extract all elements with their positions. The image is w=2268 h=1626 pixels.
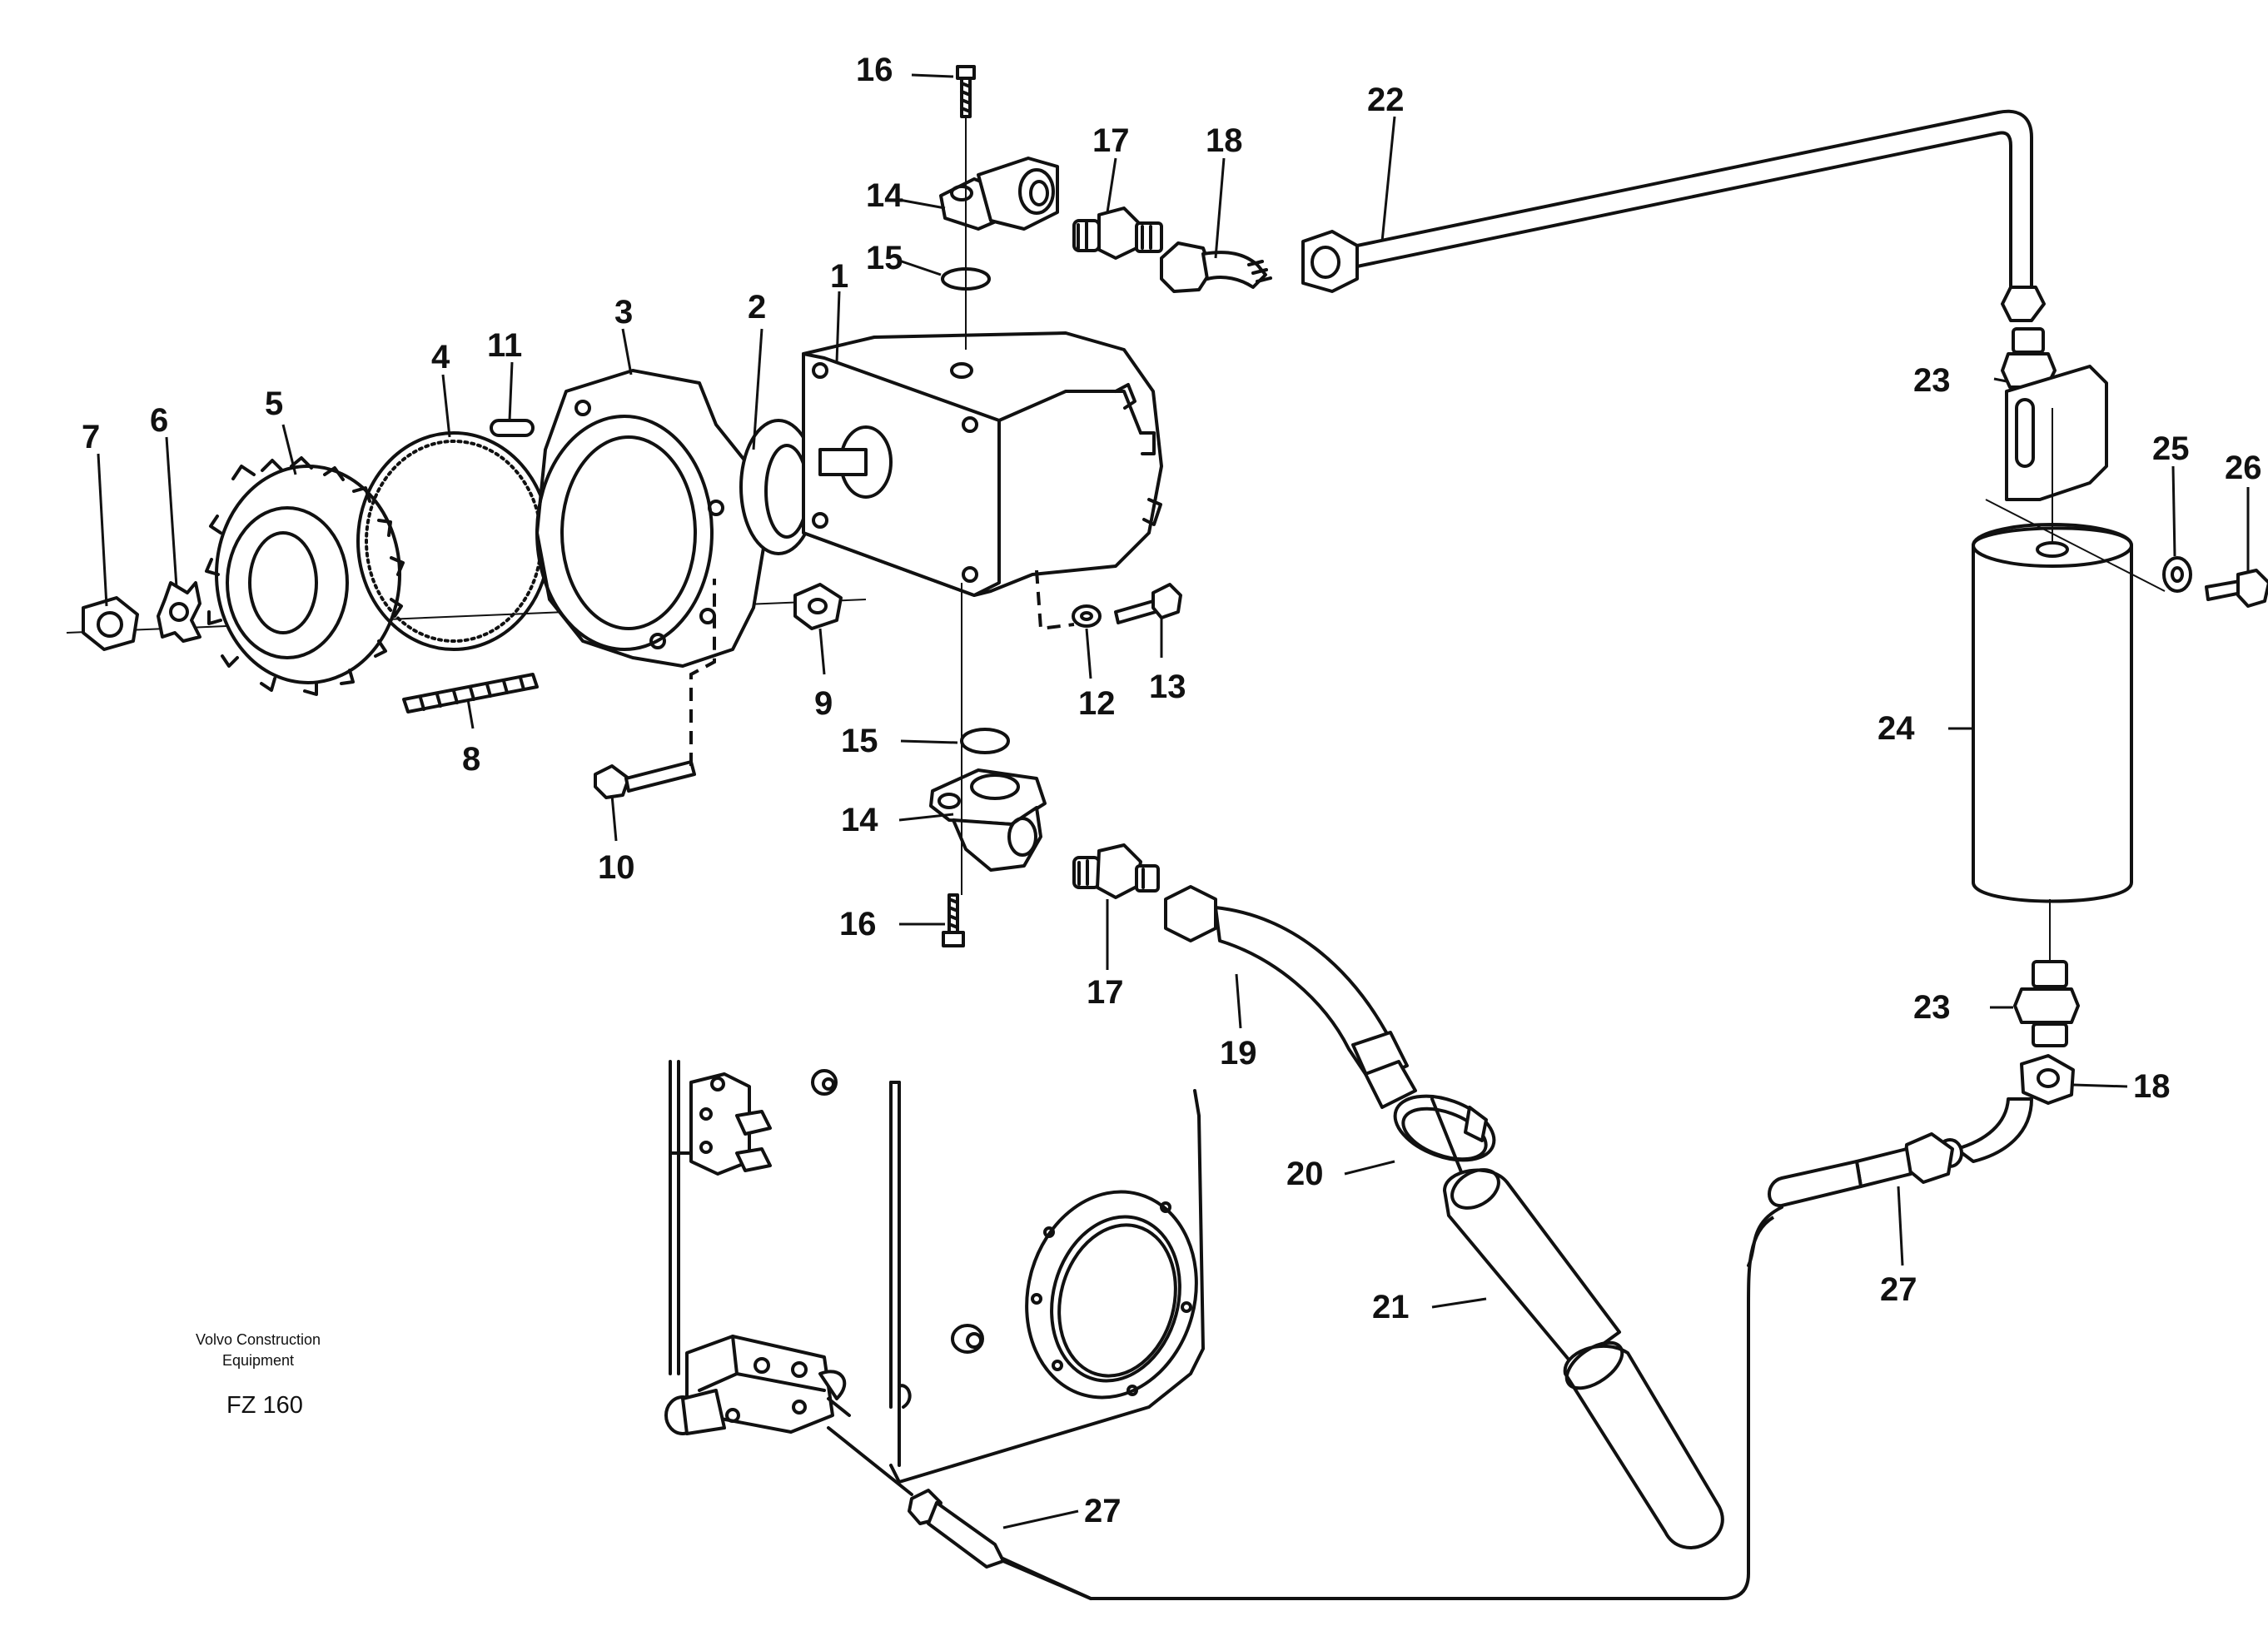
label-21: 21 [1372, 1289, 1410, 1325]
washer-part-12 [1072, 604, 1102, 628]
hose-clamp-part-20 [1393, 1094, 1496, 1184]
label-15-lower: 15 [841, 723, 878, 759]
label-16-upper: 16 [856, 52, 893, 88]
o-ring-part-15-lower [960, 728, 1010, 754]
label-9: 9 [814, 685, 833, 722]
bolt-part-13 [1114, 583, 1182, 624]
hydraulic-tank [669, 1060, 1205, 1484]
elbow-union-part-18-upper [1160, 241, 1272, 293]
label-25: 25 [2152, 430, 2190, 467]
label-22: 22 [1367, 82, 1405, 118]
valve-block-lower [664, 1335, 912, 1435]
hose-fitting-part-27-lower [827, 1426, 1092, 1600]
label-17-upper: 17 [1092, 122, 1130, 159]
bolt-part-26 [2205, 569, 2268, 608]
adapter-part-17-lower [1072, 843, 1160, 899]
label-3: 3 [614, 294, 633, 331]
adapter-part-17-upper [1072, 206, 1163, 260]
bolt-part-16-upper [956, 65, 976, 118]
label-14-lower: 14 [841, 802, 878, 838]
bracket-axis-line [1985, 499, 2166, 592]
pipe-part-22 [1301, 109, 2033, 293]
label-27-right: 27 [1880, 1271, 1917, 1308]
label-15-upper: 15 [866, 240, 903, 276]
label-19: 19 [1220, 1035, 1257, 1072]
dashed-line-bolt-13 [1035, 569, 1075, 631]
credit-line-2: Equipment [222, 1352, 294, 1369]
label-24: 24 [1878, 710, 1915, 747]
label-11: 11 [487, 327, 522, 364]
label-10: 10 [598, 849, 635, 886]
label-8: 8 [462, 741, 480, 778]
dowel-pin-part-11 [490, 419, 535, 437]
label-20: 20 [1286, 1156, 1324, 1192]
filter-part-24 [1972, 365, 2133, 903]
hydraulic-pump-part-1 [802, 331, 1163, 597]
bolt-part-10 [594, 760, 696, 799]
dashed-line-bolt-10 [689, 579, 716, 766]
label-13: 13 [1149, 669, 1186, 705]
label-12: 12 [1078, 685, 1116, 722]
elbow-flange-part-14-lower [929, 768, 1047, 872]
nut-part-9 [793, 583, 843, 630]
label-4: 4 [431, 339, 450, 375]
label-18-upper: 18 [1206, 122, 1243, 159]
hose-part-19 [1164, 885, 1417, 1109]
nut-part-7 [82, 596, 139, 651]
label-2: 2 [748, 289, 766, 326]
label-6: 6 [150, 402, 168, 439]
seal-ring-part-2 [739, 419, 818, 555]
label-23-upper: 23 [1913, 362, 1951, 399]
credit-block: Volvo Construction Equipment FZ 160 [196, 1331, 321, 1419]
washer-part-25 [2162, 556, 2192, 593]
credit-line-1: Volvo Construction [196, 1331, 321, 1348]
bolt-part-16-lower [942, 893, 965, 947]
elbow-union-part-18-lower [1937, 1054, 2075, 1168]
gear-part-5 [205, 456, 405, 696]
adapter-part-23-lower [2013, 960, 2080, 1047]
tab-washer-part-6 [157, 581, 201, 643]
hose-fitting-part-27-right [1747, 1132, 1954, 1267]
flange-housing-part-3 [535, 369, 768, 668]
figure-code: FZ 160 [226, 1392, 303, 1419]
leader-lines [97, 73, 2250, 1529]
label-18-lower: 18 [2133, 1068, 2171, 1105]
label-26: 26 [2225, 450, 2262, 486]
valve-block-upper [669, 1072, 772, 1176]
flexible-line-27 [998, 1216, 1775, 1600]
label-17-lower: 17 [1087, 974, 1124, 1011]
label-27-lower: 27 [1084, 1493, 1122, 1529]
callout-labels: 16 14 15 17 18 22 1 2 3 11 4 5 6 7 8 9 1… [82, 52, 2262, 1529]
elbow-flange-part-14-upper [939, 157, 1059, 231]
stud-part-8 [402, 673, 539, 714]
label-7: 7 [82, 419, 100, 455]
suction-tube-part-21 [1443, 1168, 1724, 1549]
label-14-upper: 14 [866, 177, 903, 214]
label-5: 5 [265, 385, 283, 422]
label-1: 1 [830, 258, 848, 295]
label-16-lower: 16 [839, 906, 877, 942]
label-23-lower: 23 [1913, 989, 1951, 1026]
